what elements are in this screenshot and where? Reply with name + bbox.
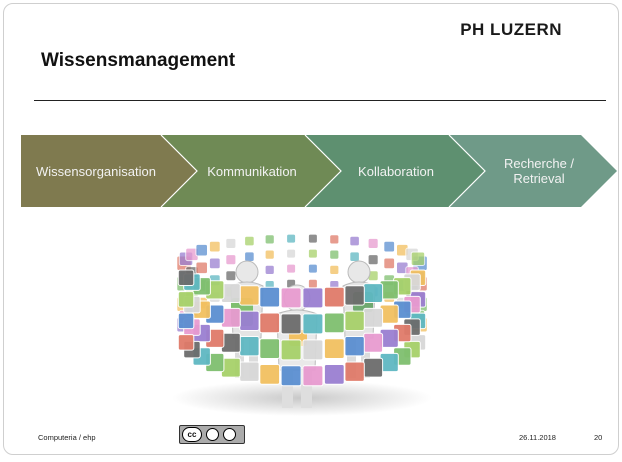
chevron-shapes [21, 135, 617, 207]
app-icon [177, 312, 195, 330]
app-icon [344, 285, 365, 306]
by-icon [206, 428, 219, 441]
app-icon [244, 235, 255, 247]
title-divider [34, 100, 606, 101]
app-icon [259, 312, 281, 334]
app-icon [239, 361, 260, 382]
app-icon [344, 310, 365, 331]
app-icon [239, 285, 260, 306]
app-icon [195, 261, 209, 275]
app-icon [323, 364, 345, 385]
app-icon [244, 251, 255, 262]
app-icon [280, 313, 302, 335]
step-label-recherche-retrieval: Recherche / Retrieval [503, 156, 575, 186]
app-icon [280, 287, 302, 309]
app-icon [323, 286, 345, 308]
app-icon [363, 357, 384, 378]
app-icon [367, 237, 379, 249]
app-icon [307, 263, 318, 274]
app-icon [286, 233, 297, 244]
app-icon [302, 365, 324, 387]
step-label-wissensorganisation: Wissensorganisation [36, 163, 156, 179]
app-icon [383, 257, 396, 270]
app-icon [225, 254, 237, 266]
slide-title: Wissensmanagement [41, 50, 236, 71]
people-with-app-icons-illustration [172, 233, 432, 416]
app-icon [410, 251, 426, 266]
app-icon [177, 291, 195, 308]
app-icon [208, 240, 221, 253]
app-icon [344, 336, 365, 357]
app-icon [280, 339, 302, 361]
app-icon [323, 312, 345, 334]
footer-source: Computeria / ehp [38, 433, 96, 442]
app-icon [383, 240, 396, 253]
app-icon [329, 264, 340, 275]
app-icon [259, 338, 281, 359]
app-icon [349, 235, 360, 247]
app-icon [367, 254, 379, 266]
app-icon [363, 283, 384, 303]
app-icon [363, 332, 384, 353]
app-icon [259, 286, 281, 308]
app-icon [323, 338, 345, 359]
step-label-kommunikation: Kommunikation [207, 163, 297, 179]
process-chevron-chart: Wissensorganisation Kommunikation Kollab… [21, 135, 617, 207]
app-icon [329, 249, 340, 260]
app-icon [177, 334, 195, 351]
chevron-step-4 [449, 135, 617, 207]
slide: PH LUZERN Wissensmanagement Wissensorgan… [3, 3, 619, 455]
app-icon [239, 336, 260, 357]
app-icon [302, 287, 324, 309]
app-icon [329, 234, 340, 245]
app-icon [286, 263, 297, 274]
chevron-step-2 [161, 135, 341, 207]
app-icon [264, 234, 275, 245]
cc-logo: cc [182, 427, 202, 442]
app-icon [302, 313, 324, 335]
app-icon [264, 249, 275, 260]
ph-luzern-logo: PH LUZERN [460, 20, 562, 39]
app-icon [177, 269, 195, 286]
app-icon [344, 361, 365, 382]
app-icon [239, 310, 260, 331]
app-icon [363, 307, 384, 328]
footer-date: 26.11.2018 [519, 433, 556, 442]
cc-by-sa-icon: cc [179, 425, 245, 444]
app-icon [286, 248, 297, 259]
app-icon [307, 233, 318, 244]
app-icon [307, 248, 318, 259]
app-icon [208, 257, 221, 270]
app-icon [195, 243, 209, 257]
step-label-kollaboration: Kollaboration [358, 163, 434, 179]
footer-page-number: 20 [594, 433, 603, 442]
app-icon [280, 365, 302, 387]
app-icon [349, 251, 360, 262]
chevron-step-3 [305, 135, 485, 207]
app-icon [302, 339, 324, 361]
sa-icon [223, 428, 236, 441]
chevron-step-1 [21, 135, 197, 207]
app-icon [225, 237, 237, 249]
app-icon [307, 278, 318, 289]
app-icon [259, 364, 281, 385]
app-icon [225, 270, 237, 282]
app-icon [264, 264, 275, 275]
